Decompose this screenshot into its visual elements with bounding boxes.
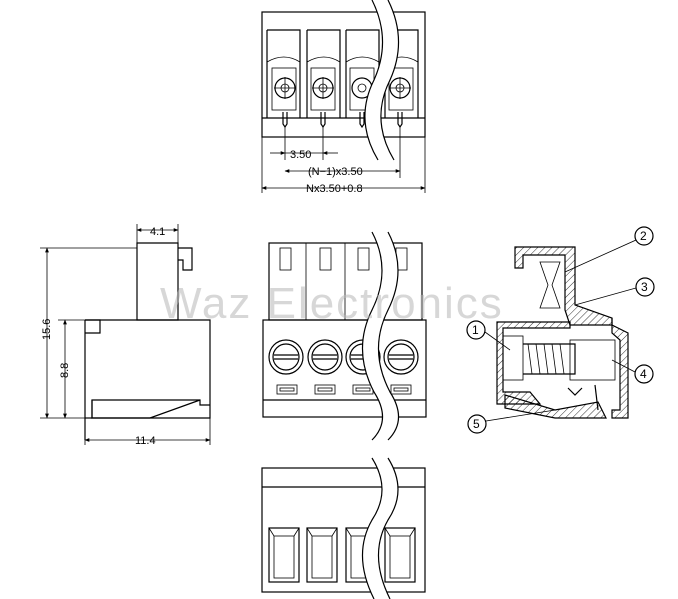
side-view-dimensions: 4.1 15.6 8.8 11.4 [40, 224, 211, 447]
front-view [262, 231, 427, 441]
top-view: 3.50 (N−1)x3.50 Nx3.50+0.8 [261, 0, 426, 195]
watermark: Waz Electronics [160, 279, 504, 328]
callout-5-label: 5 [473, 417, 480, 431]
callout-4-label: 4 [640, 367, 647, 381]
callout-3-label: 3 [641, 280, 648, 294]
front-view-screws [268, 339, 419, 395]
top-depth-dim-label: 4.1 [150, 226, 165, 238]
callout-1-label: 1 [472, 323, 479, 337]
pitch-dim-label: 3.50 [290, 149, 311, 161]
section-view: 2 3 1 4 5 [466, 226, 655, 434]
height-total-dim-label: 15.6 [41, 319, 53, 340]
callout-2-label: 2 [640, 229, 647, 243]
height-body-dim-label: 8.8 [59, 363, 71, 378]
side-view: 4.1 15.6 8.8 11.4 [40, 224, 211, 447]
top-view-dimensions: 3.50 (N−1)x3.50 Nx3.50+0.8 [261, 127, 426, 195]
bottom-view [261, 457, 426, 599]
total-width-dim-label: Nx3.50+0.8 [306, 183, 363, 195]
bottom-view-openings [268, 527, 416, 583]
section-callouts: 2 3 1 4 5 [466, 226, 655, 434]
base-length-dim-label: 11.4 [135, 435, 156, 447]
pitch-span-dim-label: (N−1)x3.50 [308, 166, 363, 178]
